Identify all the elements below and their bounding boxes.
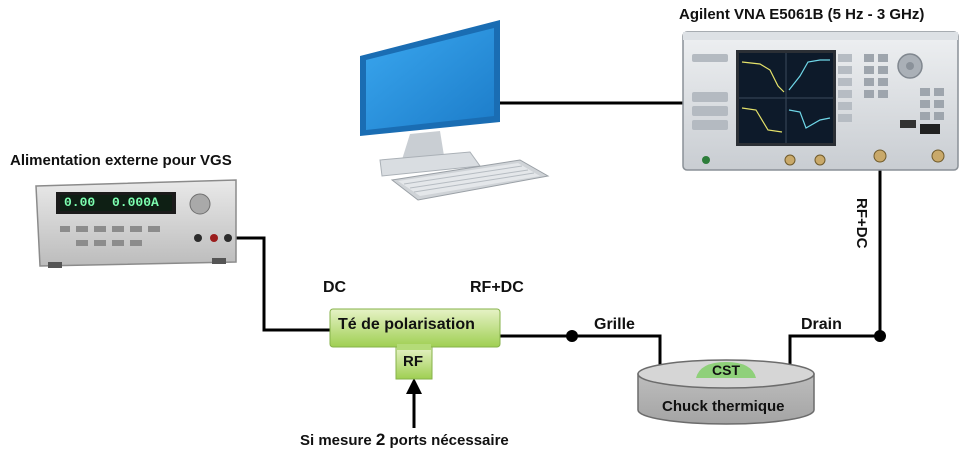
drain-label: Drain <box>801 316 842 333</box>
psu-display-right: 0.000A <box>112 195 159 210</box>
vna-title-range: (5 Hz - 3 GHz) <box>827 6 925 23</box>
power-supply-title: Alimentation externe pour VGS <box>10 152 232 169</box>
vna-title: Agilent VNA E5061B (5 Hz - 3 GHz) <box>679 6 924 23</box>
vna-instrument-icon <box>682 31 959 171</box>
measure-note-num: 2 <box>375 430 386 449</box>
drain-junction-dot <box>874 330 886 342</box>
dc-label: DC <box>323 279 347 296</box>
measure-note-post: ports nécessaire <box>385 432 509 449</box>
cst-sample <box>696 362 756 378</box>
cst-label: CST <box>712 362 740 378</box>
vna-title-name: Agilent VNA E5061B <box>679 6 824 23</box>
power-supply-icon <box>35 179 237 268</box>
rf-dc-top-label: RF+DC <box>470 279 524 296</box>
bias-tee-label: Té de polarisation <box>338 316 475 333</box>
psu-display-left: 0.00 <box>64 195 96 210</box>
thermal-chuck <box>637 359 815 425</box>
wire-psu-to-dc <box>232 236 330 332</box>
gate-junction-dot <box>566 330 578 342</box>
measure-note-pre: Si mesure <box>300 432 376 449</box>
measure-note: Si mesure 2 ports nécessaire <box>300 430 509 450</box>
chuck-label: Chuck thermique <box>662 398 785 415</box>
arrow-up-icon <box>406 378 422 394</box>
keyboard-icon <box>390 159 550 201</box>
wire-chuck-to-drain-node <box>788 334 880 372</box>
wires <box>232 101 882 428</box>
computer-monitor-icon <box>360 20 500 177</box>
rf-port-label: RF <box>403 353 423 370</box>
gate-label: Grille <box>594 316 635 333</box>
bias-tee-block <box>329 308 501 380</box>
wire-gate-node-to-chuck <box>572 334 662 372</box>
rf-dc-vertical-label: RF+DC <box>853 198 870 249</box>
